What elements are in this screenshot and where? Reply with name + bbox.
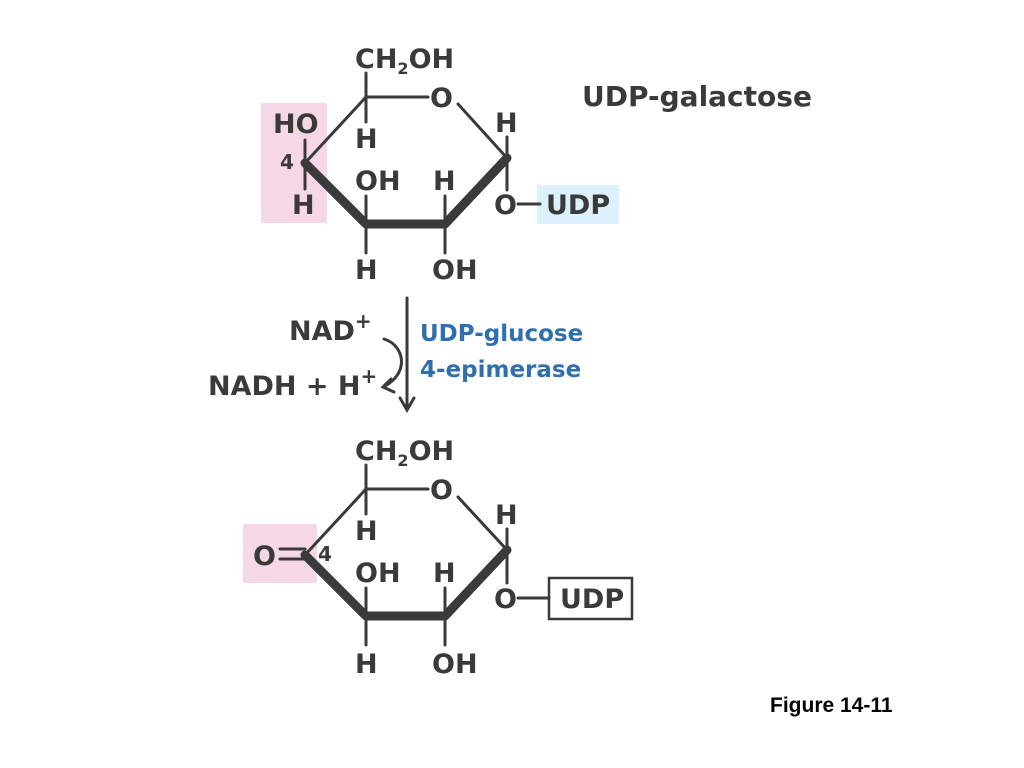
bond-ring-o-c1	[456, 102, 509, 160]
c4-highlight-top	[261, 103, 327, 223]
udp-label-top: UDP	[546, 190, 610, 221]
c2-oh-label-bottom: OH	[432, 649, 478, 680]
keto-intermediate-structure: CH2OH O O 4 H H OH H O UDP H OH	[243, 436, 634, 680]
udp-galactose-title: UDP-galactose	[582, 80, 812, 113]
reaction-arrow-group: NAD+ NADH + H+ UDP-glucose 4-epimerase	[208, 296, 583, 413]
nad-plus-label: NAD+	[289, 309, 372, 347]
c3-oh-label-bottom: OH	[355, 558, 401, 589]
c4-ho-label: HO	[273, 109, 319, 140]
c1-h-label-top: H	[495, 108, 518, 139]
c2-h-label-top: H	[433, 166, 456, 197]
enzyme-name-line1: UDP-glucose	[420, 321, 583, 347]
ring-o-label-top: O	[430, 83, 453, 114]
keto-o-label: O	[253, 541, 276, 572]
udp-box-bottom	[547, 576, 634, 621]
udp-label-bottom: UDP	[560, 584, 624, 615]
udp-galactose-structure: CH2OH O HO 4 H H H OH H O UDP H OH	[261, 44, 619, 286]
cofactor-arrowhead	[380, 377, 396, 394]
glyco-o-label-bottom: O	[494, 584, 517, 615]
glyco-o-label-top: O	[494, 190, 517, 221]
c2-oh-label-top: OH	[432, 255, 478, 286]
bond-c5-c4-b	[303, 487, 368, 557]
c4-number-bottom: 4	[318, 542, 332, 566]
nadh-h-plus-label: NADH + H+	[208, 364, 377, 402]
bond-ring-o-c1-b	[456, 495, 509, 552]
udp-highlight-top	[537, 185, 619, 224]
c1-h-label-bottom: H	[495, 500, 518, 531]
c4-number-top: 4	[280, 150, 294, 174]
figure-caption: Figure 14-11	[770, 694, 893, 717]
cofactor-curved-arrow	[382, 337, 403, 388]
c2-h-label-bottom: H	[433, 558, 456, 589]
c3-h-label-bottom: H	[355, 649, 378, 680]
c3-h-label-top: H	[355, 255, 378, 286]
ch2oh-label-top: CH2OH	[355, 44, 454, 78]
c5-h-label-top: H	[355, 124, 378, 155]
enzyme-name-line2: 4-epimerase	[420, 357, 581, 383]
c5-h-label-bottom: H	[355, 516, 378, 547]
bond-c5-c4	[303, 95, 368, 165]
front-bonds-bottom	[300, 545, 512, 621]
c3-oh-label-top: OH	[355, 166, 401, 197]
ch2oh-label-bottom: CH2OH	[355, 436, 454, 470]
c4-h-label: H	[292, 190, 315, 221]
front-bonds-top	[300, 153, 512, 229]
ring-o-label-bottom: O	[430, 475, 453, 506]
reaction-arrowhead	[398, 396, 416, 413]
